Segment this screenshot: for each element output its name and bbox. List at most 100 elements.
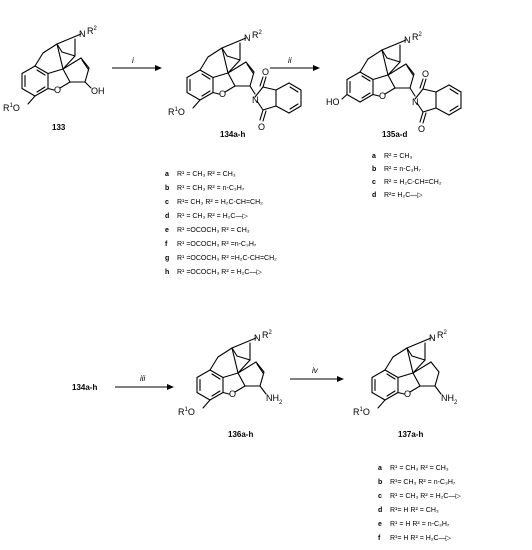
svg-text:f: f bbox=[165, 241, 168, 248]
list-item: g R¹ =OCOCH₃ R² =H₂C-CH=CH₂ bbox=[165, 255, 277, 262]
svg-text:c: c bbox=[378, 493, 382, 500]
imide-N-label: N bbox=[252, 95, 259, 105]
NH2-label: NH2 bbox=[266, 393, 283, 406]
svg-text:h: h bbox=[165, 269, 169, 276]
list-item: d R²= H₂C—▷ bbox=[372, 192, 423, 199]
R1O-label: R1O bbox=[168, 107, 185, 117]
compound-label-134: 134a-h bbox=[220, 130, 245, 139]
svg-text:R² = n-C₃H₇: R² = n-C₃H₇ bbox=[384, 166, 422, 173]
list-item: a R¹ = CH₃ R² = CH₃ bbox=[165, 171, 236, 178]
N-label: N bbox=[254, 333, 261, 343]
svg-text:R¹ = CH₃ R² = H₂C—▷: R¹ = CH₃ R² = H₂C—▷ bbox=[390, 493, 461, 500]
R1O-label: R1O bbox=[3, 103, 20, 113]
R1O-label: R1O bbox=[353, 407, 370, 417]
compound-label-136: 136a-h bbox=[228, 430, 253, 439]
svg-text:f: f bbox=[378, 535, 381, 542]
svg-text:g: g bbox=[165, 255, 169, 262]
svg-text:R²= H₂C—▷: R²= H₂C—▷ bbox=[384, 192, 423, 199]
R2-label: R2 bbox=[412, 32, 423, 42]
N-label: N bbox=[244, 33, 251, 43]
carbonyl-O-bottom: O bbox=[418, 124, 425, 134]
NH2-label: NH2 bbox=[441, 393, 458, 406]
compound-136: N R2 R1O O NH2 bbox=[178, 330, 283, 417]
bridge-O-label: O bbox=[379, 91, 386, 101]
svg-text:d: d bbox=[372, 192, 376, 199]
R2-label: R2 bbox=[87, 26, 98, 36]
compound-135: N R2 HO O N O O bbox=[326, 32, 462, 134]
bridge-O-label: O bbox=[229, 389, 236, 399]
svg-text:b: b bbox=[378, 479, 382, 486]
svg-text:c: c bbox=[165, 199, 169, 206]
svg-text:a: a bbox=[378, 465, 382, 472]
svg-text:R¹ = CH₃ R² = n-C₃H₇: R¹ = CH₃ R² = n-C₃H₇ bbox=[177, 185, 245, 192]
svg-text:b: b bbox=[372, 166, 376, 173]
svg-text:R² = CH₃: R² = CH₃ bbox=[384, 153, 412, 160]
svg-text:R¹ =OCOCH₃ R² = CH₃: R¹ =OCOCH₃ R² = CH₃ bbox=[177, 227, 250, 234]
R2-label: R2 bbox=[262, 330, 273, 340]
HO-label: HO bbox=[326, 97, 340, 107]
svg-text:R¹ =OCOCH₃ R² = H₂C—▷: R¹ =OCOCH₃ R² = H₂C—▷ bbox=[177, 269, 262, 276]
list-item: b R¹ = CH₃ R² = n-C₃H₇ bbox=[165, 185, 245, 192]
svg-text:d: d bbox=[165, 213, 169, 220]
arrow-step-iv: iv bbox=[290, 366, 344, 382]
N-label: N bbox=[404, 35, 411, 45]
svg-text:R¹ =OCOCH₃ R² =H₂C-CH=CH₂: R¹ =OCOCH₃ R² =H₂C-CH=CH₂ bbox=[177, 255, 277, 262]
svg-text:R² = H₂C-CH=CH₂: R² = H₂C-CH=CH₂ bbox=[384, 179, 442, 186]
step-iv-label: iv bbox=[312, 366, 319, 375]
svg-text:R¹= CH₃ R² = n-C₃H₇: R¹= CH₃ R² = n-C₃H₇ bbox=[390, 479, 456, 486]
list-item: f R¹= H R² = H₂C—▷ bbox=[378, 535, 452, 542]
svg-text:a: a bbox=[372, 153, 376, 160]
N-label: N bbox=[79, 29, 86, 39]
compound-label-134-reactant: 134a-h bbox=[72, 383, 97, 392]
svg-text:a: a bbox=[165, 171, 169, 178]
list-item: f R¹ =OCOCH₃ R² =n-C₃H₇ bbox=[165, 241, 257, 248]
svg-text:c: c bbox=[372, 179, 376, 186]
svg-text:R¹= CH₃ R² = H₂C-CH=CH₂: R¹= CH₃ R² = H₂C-CH=CH₂ bbox=[177, 199, 263, 206]
compound-label-135: 135a-d bbox=[382, 130, 407, 139]
bridge-O-label: O bbox=[219, 89, 226, 99]
R2-label: R2 bbox=[252, 30, 263, 40]
list-item: c R¹ = CH₃ R² = H₂C—▷ bbox=[378, 493, 461, 500]
svg-text:R¹ = CH₃ R² = CH₃: R¹ = CH₃ R² = CH₃ bbox=[390, 465, 449, 472]
svg-text:R¹= H R² = CH₃: R¹= H R² = CH₃ bbox=[390, 507, 439, 514]
carbonyl-O-bottom: O bbox=[258, 122, 265, 132]
arrow-step-iii: iii bbox=[115, 374, 174, 390]
list-item: c R¹= CH₃ R² = H₂C-CH=CH₂ bbox=[165, 199, 263, 206]
list-item: a R¹ = CH₃ R² = CH₃ bbox=[378, 465, 449, 472]
carbonyl-O-top: O bbox=[262, 67, 269, 77]
bridge-O-label: O bbox=[54, 85, 61, 95]
step-ii-label: ii bbox=[288, 56, 292, 65]
svg-text:R¹ = CH₃ R² = CH₃: R¹ = CH₃ R² = CH₃ bbox=[177, 171, 236, 178]
list-item: d R¹= H R² = CH₃ bbox=[378, 507, 439, 514]
compound-label-137: 137a-h bbox=[398, 430, 423, 439]
svg-text:d: d bbox=[378, 507, 382, 514]
compound-137: N R2 R1O O NH2 bbox=[353, 330, 458, 417]
svg-text:R¹ = CH₃ R² = H₂C—▷: R¹ = CH₃ R² = H₂C—▷ bbox=[177, 213, 248, 220]
imide-N-label: N bbox=[412, 97, 419, 107]
bridge-O-label: O bbox=[404, 389, 411, 399]
svg-text:R¹ = H R² = n-C₃H₇: R¹ = H R² = n-C₃H₇ bbox=[390, 521, 450, 528]
compound-134: N R2 R1O O N O O bbox=[168, 30, 302, 132]
svg-text:R¹= H R² = H₂C—▷: R¹= H R² = H₂C—▷ bbox=[390, 535, 452, 542]
list-item: d R¹ = CH₃ R² = H₂C—▷ bbox=[165, 213, 248, 220]
list-item: a R² = CH₃ bbox=[372, 153, 412, 160]
list-item: h R¹ =OCOCH₃ R² = H₂C—▷ bbox=[165, 269, 262, 276]
series-list-134: a R¹ = CH₃ R² = CH₃ b R¹ = CH₃ R² = n-C₃H₇… bbox=[165, 171, 277, 276]
list-item: c R² = H₂C-CH=CH₂ bbox=[372, 179, 442, 186]
N-label: N bbox=[429, 333, 436, 343]
compound-133: N R2 R1O O OH bbox=[3, 26, 105, 113]
step-iii-label: iii bbox=[140, 374, 146, 383]
OH-label: OH bbox=[91, 86, 105, 96]
arrow-step-ii: ii bbox=[270, 56, 320, 71]
svg-text:R¹ =OCOCH₃ R² =n-C₃H₇: R¹ =OCOCH₃ R² =n-C₃H₇ bbox=[177, 241, 257, 248]
arrow-step-i: i bbox=[112, 56, 162, 71]
compound-label-133: 133 bbox=[52, 123, 66, 132]
svg-text:b: b bbox=[165, 185, 169, 192]
list-item: b R² = n-C₃H₇ bbox=[372, 166, 422, 173]
R2-label: R2 bbox=[437, 330, 448, 340]
